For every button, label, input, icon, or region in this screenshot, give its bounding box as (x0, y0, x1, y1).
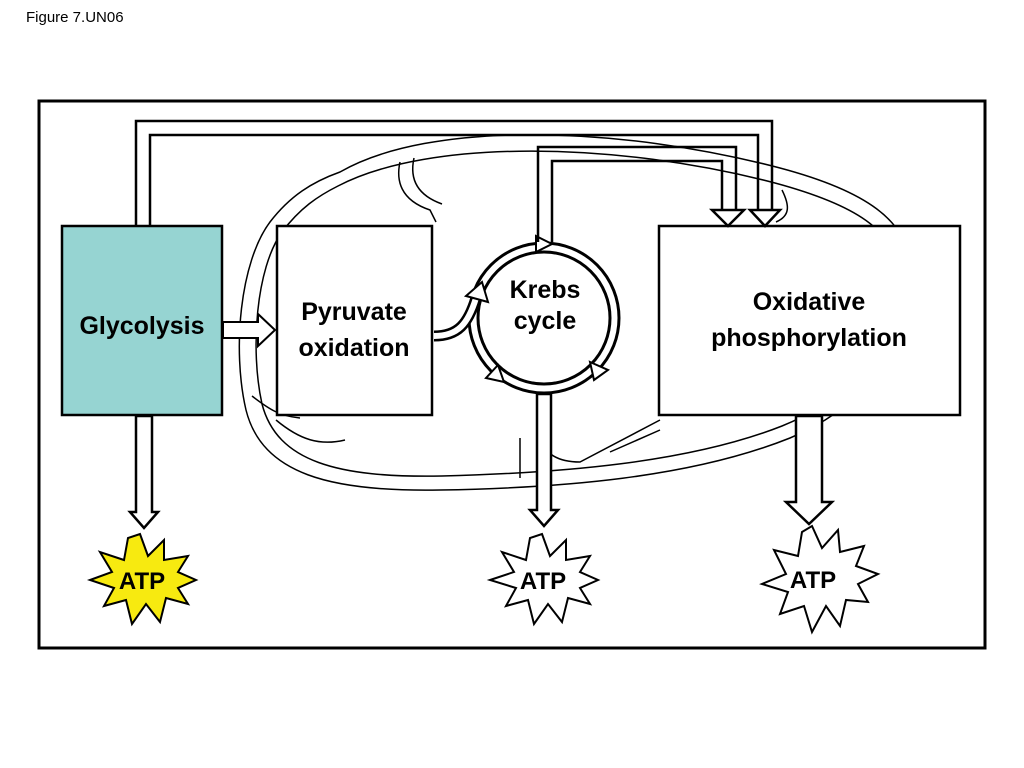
pyruvate-label-line1: Pyruvate (301, 298, 407, 326)
pyruvate-oxidation-box: Pyruvate oxidation (275, 224, 434, 417)
atp-label-1: ATP (119, 568, 165, 595)
pyruvate-label-line2: oxidation (298, 334, 409, 362)
arrow-krebs-to-atp-icon (527, 392, 561, 528)
oxphos-label-line2: phosphorylation (711, 324, 907, 352)
krebs-arrowhead-right-icon (588, 360, 611, 382)
atp-label-2: ATP (520, 568, 566, 595)
glycolysis-label: Glycolysis (79, 312, 204, 340)
arrow-glycolysis-to-atp-icon (127, 414, 161, 530)
starburst-icon (86, 532, 199, 627)
arrow-oxphos-to-atp-icon (782, 414, 836, 526)
pyruvate-rect (275, 224, 434, 417)
oxphos-rect (657, 224, 962, 417)
krebs-label-line1: Krebs (510, 276, 581, 304)
arrow-glycolysis-to-pyruvate-icon (222, 311, 277, 349)
atp-burst-glycolysis: ATP (86, 532, 199, 627)
arrow-krebs-to-oxphos-icon (536, 145, 748, 242)
oxidative-phosphorylation-box: Oxidative phosphorylation (657, 224, 962, 417)
starburst-icon (759, 524, 881, 635)
glycolysis-box: Glycolysis (60, 224, 224, 417)
oxphos-label-line1: Oxidative (753, 288, 866, 316)
atp-burst-oxphos: ATP (759, 524, 881, 635)
krebs-inner-ring (476, 250, 612, 386)
atp-burst-krebs: ATP (486, 532, 601, 627)
krebs-arrowhead-top-icon (535, 234, 555, 254)
arrow-glycolysis-to-oxphos-icon (134, 119, 783, 228)
krebs-label-line2: cycle (514, 307, 577, 335)
starburst-icon (486, 532, 601, 627)
arrow-pyruvate-to-krebs-icon (433, 280, 490, 342)
atp-label-3: ATP (790, 567, 836, 594)
krebs-arrowhead-left-icon (484, 363, 506, 384)
krebs-cycle: Krebs cycle (467, 234, 621, 395)
figure-label: Figure 7.UN06 (26, 9, 124, 26)
